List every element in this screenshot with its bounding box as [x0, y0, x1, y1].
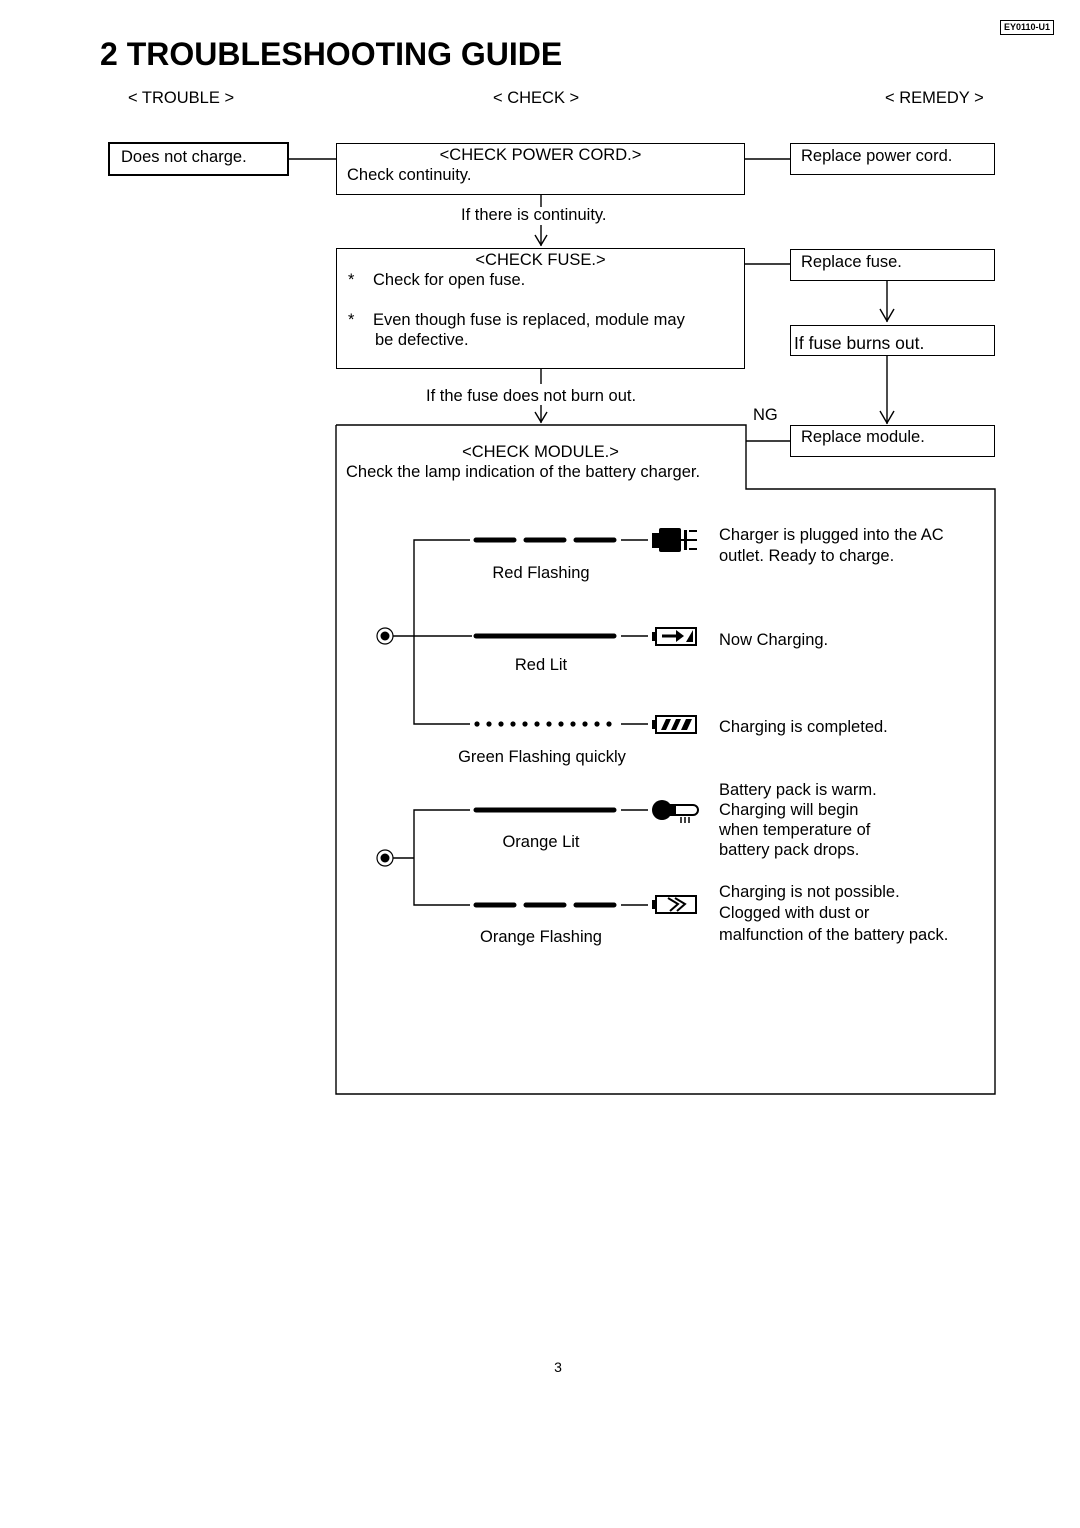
- ng-label: NG: [753, 406, 778, 424]
- remedy-fuse-text: Replace fuse.: [801, 253, 902, 271]
- lamp-desc-line: Charger is plugged into the AC: [719, 526, 944, 544]
- charging-arrow-icon: [652, 627, 697, 646]
- remedy-fuse-box: Replace fuse.: [790, 249, 995, 281]
- check-module-box: [335, 424, 996, 1095]
- lamp-desc-line: Clogged with dust or: [719, 904, 870, 922]
- section-title: 2 TROUBLESHOOTING GUIDE: [100, 36, 563, 72]
- check-fuse-heading: <CHECK FUSE.>: [475, 251, 606, 269]
- lamp-desc-line: Battery pack is warm.: [719, 781, 877, 799]
- check-fuse-item-2-line-1: Even though fuse is replaced, module may: [373, 311, 685, 329]
- lamp-label-red-flashing: Red Flashing: [492, 564, 590, 582]
- lamp-desc-line: Charging is completed.: [719, 718, 888, 736]
- fuse-burns-out-text: If fuse burns out.: [794, 333, 925, 353]
- lamp-label-red-lit: Red Lit: [514, 656, 568, 674]
- thermometer-icon: [652, 800, 699, 823]
- page-number: 3: [554, 1359, 562, 1375]
- lamp-desc-line: Now Charging.: [719, 631, 829, 649]
- check-fuse-item-1: Check for open fuse.: [373, 271, 526, 289]
- check-power-cord-heading: <CHECK POWER CORD.>: [439, 146, 642, 164]
- plug-icon: [652, 528, 697, 552]
- trouble-box: Does not charge.: [108, 142, 289, 176]
- group-bullet-icon: [376, 627, 394, 645]
- check-module-text: Check the lamp indication of the battery…: [346, 463, 701, 481]
- lamp-label-orange-flashing: Orange Flashing: [480, 928, 602, 946]
- battery-fault-icon: [652, 895, 697, 914]
- bullet-marker: *: [348, 271, 355, 289]
- lamp-desc-line: battery pack drops.: [719, 841, 860, 859]
- check-fuse-box: <CHECK FUSE.> * Check for open fuse. * E…: [336, 248, 745, 369]
- fuse-burns-out-box: If fuse burns out.: [790, 325, 995, 356]
- group-bullet-icon: [376, 849, 394, 867]
- remedy-module-text: Replace module.: [801, 428, 925, 446]
- arrow-down-icon: [534, 411, 548, 424]
- arrow-down-icon: [534, 234, 548, 247]
- column-header-trouble: < TROUBLE >: [128, 89, 235, 107]
- check-power-cord-box: <CHECK POWER CORD.> Check continuity.: [336, 143, 745, 195]
- bullet-marker: *: [348, 311, 355, 329]
- condition-continuity: If there is continuity.: [461, 206, 607, 224]
- trouble-text: Does not charge.: [121, 148, 247, 166]
- document-code: EY0110-U1: [1000, 20, 1055, 35]
- lamp-desc-line: Charging will begin: [719, 801, 859, 819]
- lamp-desc-line: malfunction of the battery pack.: [719, 926, 949, 944]
- lamp-desc-line: Charging is not possible.: [719, 883, 900, 901]
- remedy-power-cord-box: Replace power cord.: [790, 143, 995, 175]
- battery-full-icon: [652, 715, 697, 734]
- green-flashing-quickly-pattern: [474, 721, 612, 727]
- arrow-down-icon: [879, 308, 895, 323]
- lamp-label-green-flashing: Green Flashing quickly: [458, 748, 626, 766]
- lamp-desc-line: when temperature of: [719, 821, 871, 839]
- column-header-remedy: < REMEDY >: [885, 89, 984, 107]
- lamp-desc-line: outlet. Ready to charge.: [719, 547, 895, 565]
- check-fuse-item-2-line-2: be defective.: [375, 331, 469, 349]
- arrow-down-icon: [879, 410, 895, 425]
- check-module-heading: <CHECK MODULE.>: [462, 443, 619, 461]
- condition-fuse-ok: If the fuse does not burn out.: [426, 387, 637, 405]
- remedy-power-cord-text: Replace power cord.: [801, 147, 953, 165]
- remedy-module-box: Replace module.: [790, 425, 995, 457]
- lamp-label-orange-lit: Orange Lit: [502, 833, 580, 851]
- column-header-check: < CHECK >: [493, 89, 580, 107]
- check-power-cord-text: Check continuity.: [347, 166, 472, 184]
